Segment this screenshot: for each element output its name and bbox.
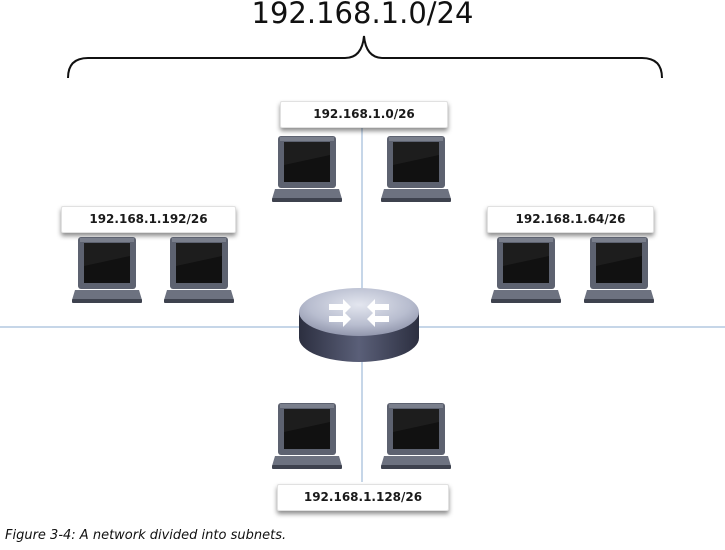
- subnet-label-bottom: 192.168.1.128/26: [277, 484, 449, 511]
- laptop-icon: [584, 236, 654, 304]
- subnet-label-right: 192.168.1.64/26: [487, 206, 654, 233]
- laptop-icon: [272, 135, 342, 203]
- laptop-icon: [381, 135, 451, 203]
- laptop-icon: [381, 402, 451, 470]
- laptop-icon: [164, 236, 234, 304]
- subnet-label-left: 192.168.1.192/26: [61, 206, 236, 233]
- laptop-icon: [491, 236, 561, 304]
- laptop-icon: [72, 236, 142, 304]
- router-icon: [297, 286, 421, 366]
- subnet-label-top: 192.168.1.0/26: [280, 101, 448, 128]
- laptop-icon: [272, 402, 342, 470]
- network-brace: [67, 35, 663, 79]
- network-title: 192.168.1.0/24: [251, 0, 474, 30]
- figure-caption: Figure 3-4: A network divided into subne…: [5, 528, 287, 543]
